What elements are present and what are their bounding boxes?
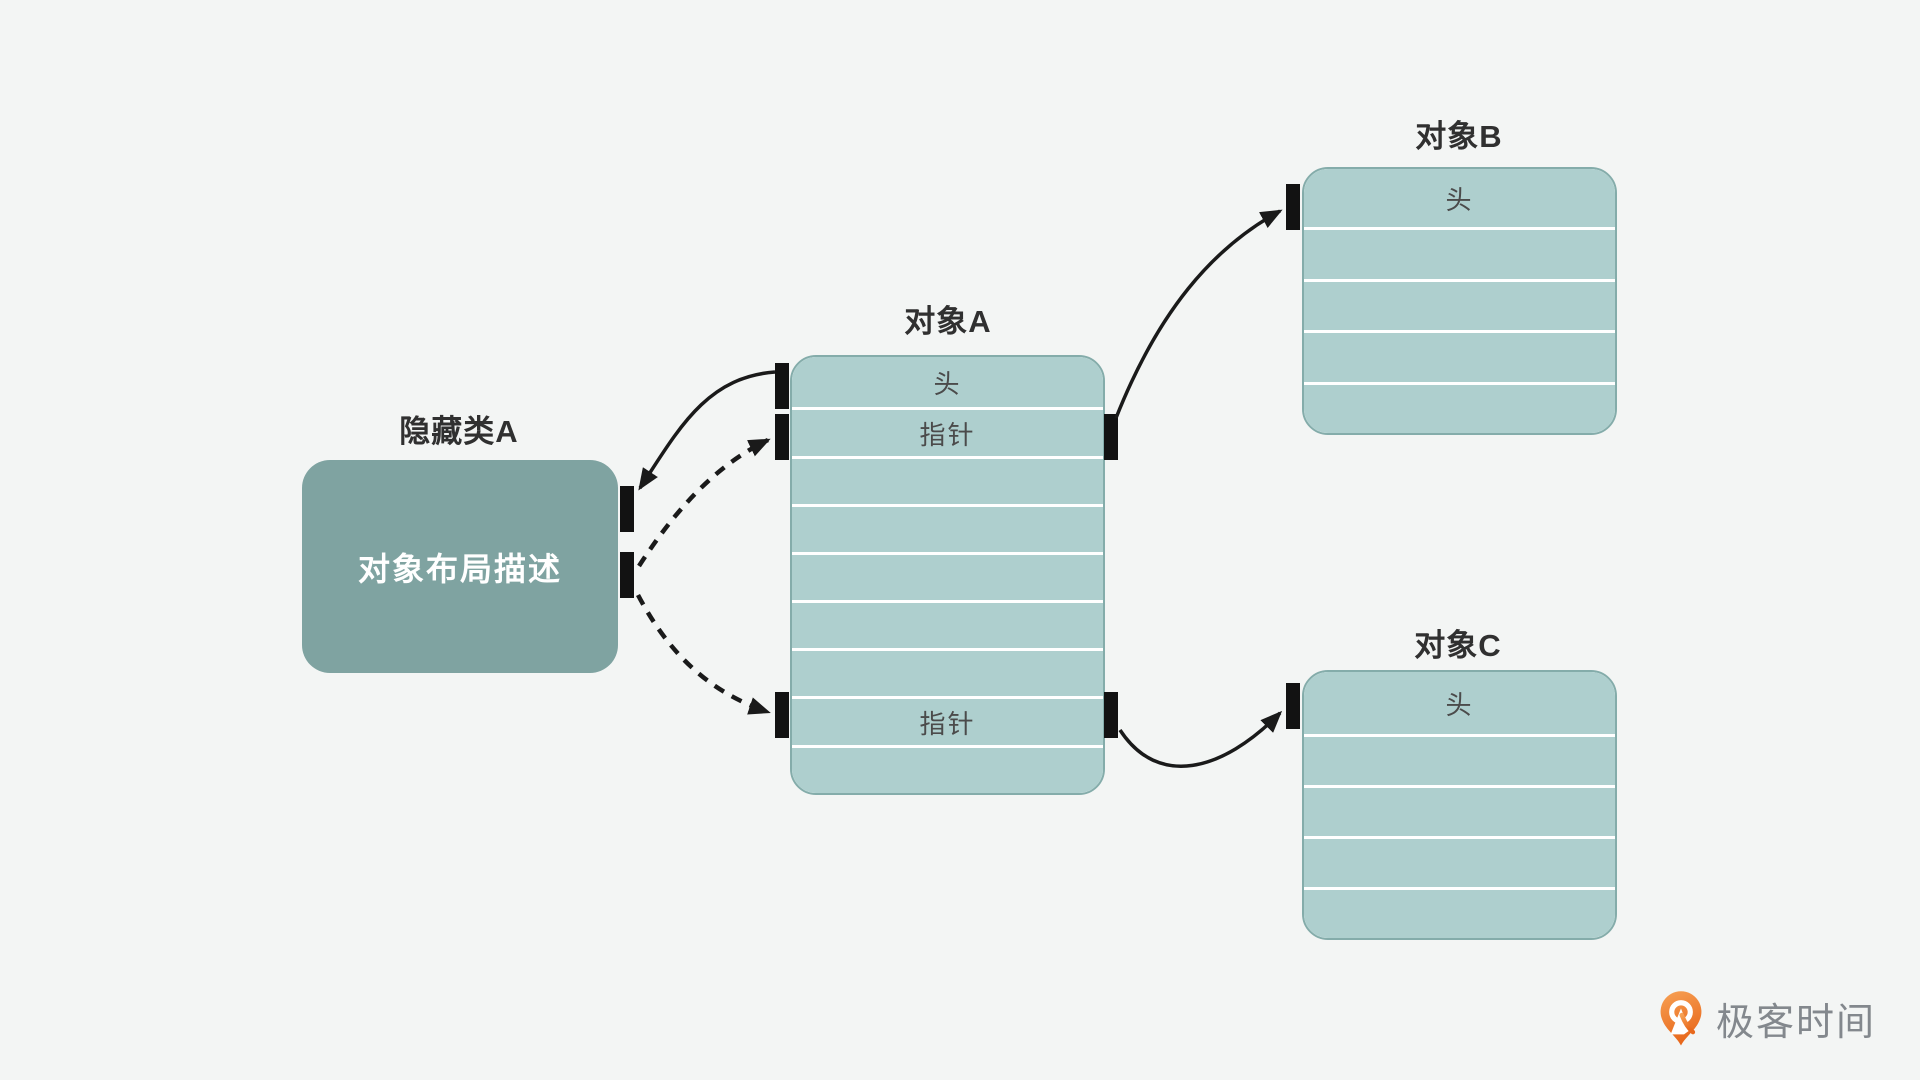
- geektime-logo-text: 极客时间: [1716, 1001, 1877, 1044]
- table-row: 指针: [792, 699, 1103, 745]
- object-b-head-port: [1286, 184, 1300, 230]
- table-row: [1304, 788, 1615, 836]
- row-label: 指针: [919, 419, 976, 450]
- object-b-table: 头: [1302, 167, 1617, 435]
- hidden-class-a-label: 对象布局描述: [357, 550, 562, 587]
- object-c-head-port: [1286, 683, 1300, 729]
- arrow-hiddenClassA-to-objectA-pointer2: [636, 593, 771, 715]
- geektime-pin-icon: [1660, 991, 1702, 1046]
- table-row: [792, 459, 1103, 504]
- row-label: 头: [933, 368, 962, 399]
- object-a-head-left-port: [775, 363, 789, 409]
- table-row: [792, 507, 1103, 552]
- table-row: [792, 603, 1103, 648]
- geektime-logo: 极客时间: [1655, 988, 1876, 1048]
- table-row: [1304, 384, 1615, 433]
- hidden-class-a-title: 隐藏类A: [399, 414, 519, 449]
- object-a-table: 头 指针 指针: [790, 355, 1105, 795]
- hidden-class-port-2: [620, 552, 634, 598]
- arrow-objectA-pointer1-to-objectB: [1114, 209, 1283, 419]
- object-b-title: 对象B: [1415, 119, 1503, 154]
- table-row: [1304, 890, 1615, 938]
- row-label: 头: [1445, 184, 1474, 215]
- table-row: [792, 651, 1103, 696]
- arrow-hiddenClassA-to-objectA-pointer1: [637, 437, 771, 568]
- object-a-title: 对象A: [904, 304, 992, 339]
- object-a-pointer1-left-port: [775, 414, 789, 460]
- table-row: [1304, 839, 1615, 887]
- arrow-objectA-head-to-hiddenClassA: [638, 370, 776, 491]
- object-c-table: 头: [1302, 670, 1617, 940]
- object-a-pointer2-left-port: [775, 692, 789, 738]
- hidden-class-a-node: 对象布局描述: [302, 460, 618, 673]
- table-row: [792, 748, 1103, 793]
- table-row: 指针: [792, 410, 1103, 456]
- table-row: 头: [1304, 672, 1615, 734]
- table-row: [1304, 737, 1615, 785]
- table-row: [1304, 230, 1615, 279]
- table-row: [1304, 333, 1615, 382]
- table-row: [1304, 281, 1615, 330]
- object-a-pointer2-right-port: [1104, 692, 1118, 738]
- row-label: 头: [1445, 689, 1474, 720]
- table-row: 头: [1304, 169, 1615, 227]
- table-row: 头: [792, 357, 1103, 407]
- arrow-objectA-pointer2-to-objectC: [1118, 710, 1283, 768]
- object-c-title: 对象C: [1414, 628, 1502, 663]
- table-row: [792, 555, 1103, 600]
- hidden-class-port-1: [620, 486, 634, 532]
- row-label: 指针: [919, 708, 976, 739]
- object-a-pointer1-right-port: [1104, 414, 1118, 460]
